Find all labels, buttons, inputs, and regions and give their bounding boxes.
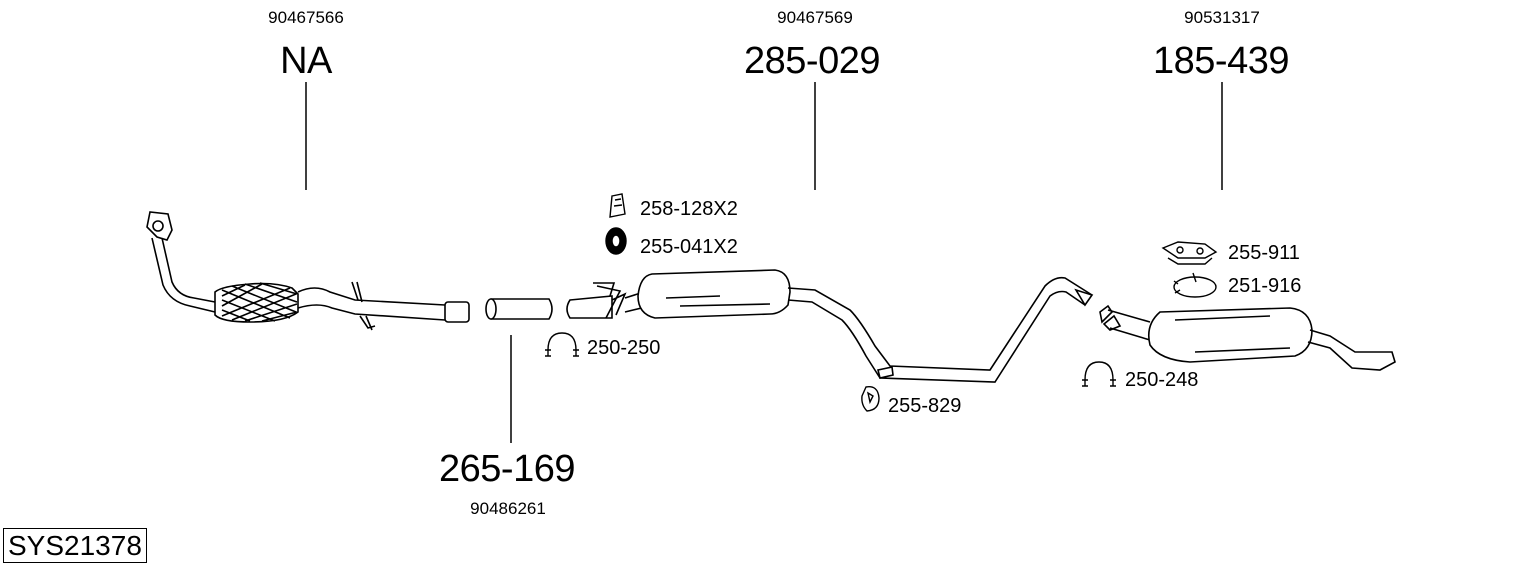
- connector-pipe-oem: 90486261: [470, 499, 546, 518]
- rubber-ring-255-041-icon: [605, 227, 627, 255]
- gasket-255-911-icon: [1161, 241, 1218, 265]
- rear-muffler-drawing: [1099, 304, 1396, 371]
- clamp-250-248-icon: [1082, 361, 1116, 387]
- front-pipe-oem: 90467566: [268, 8, 344, 27]
- system-id-label: SYS21378: [3, 528, 147, 563]
- accessory-ring-255-041-label[interactable]: 255-041X2: [640, 236, 738, 258]
- clamp-251-916-icon: [1173, 272, 1217, 298]
- front-pipe-drawing: [146, 211, 470, 331]
- middle-muffler-number[interactable]: 285-029: [744, 40, 880, 82]
- front-pipe-number[interactable]: NA: [280, 40, 332, 82]
- hanger-255-829-icon: [861, 386, 880, 412]
- rear-muffler-oem: 90531317: [1184, 8, 1260, 27]
- accessory-mount-258-label[interactable]: 258-128X2: [640, 198, 738, 220]
- middle-muffler-drawing: [566, 269, 1094, 383]
- accessory-clamp-250-250-label[interactable]: 250-250: [587, 337, 661, 359]
- middle-muffler-oem: 90467569: [777, 8, 853, 27]
- connector-pipe-number[interactable]: 265-169: [439, 448, 575, 490]
- rear-muffler-number[interactable]: 185-439: [1153, 40, 1289, 82]
- mount-258-icon: [609, 193, 626, 218]
- accessory-clamp-250-248-label[interactable]: 250-248: [1125, 369, 1199, 391]
- clamp-250-250-icon: [545, 332, 579, 357]
- accessory-hanger-255-829-label[interactable]: 255-829: [888, 395, 962, 417]
- accessory-gasket-255-911-label[interactable]: 255-911: [1228, 242, 1300, 264]
- connector-pipe-drawing: [485, 298, 553, 320]
- accessory-clamp-251-916-label[interactable]: 251-916: [1228, 275, 1302, 297]
